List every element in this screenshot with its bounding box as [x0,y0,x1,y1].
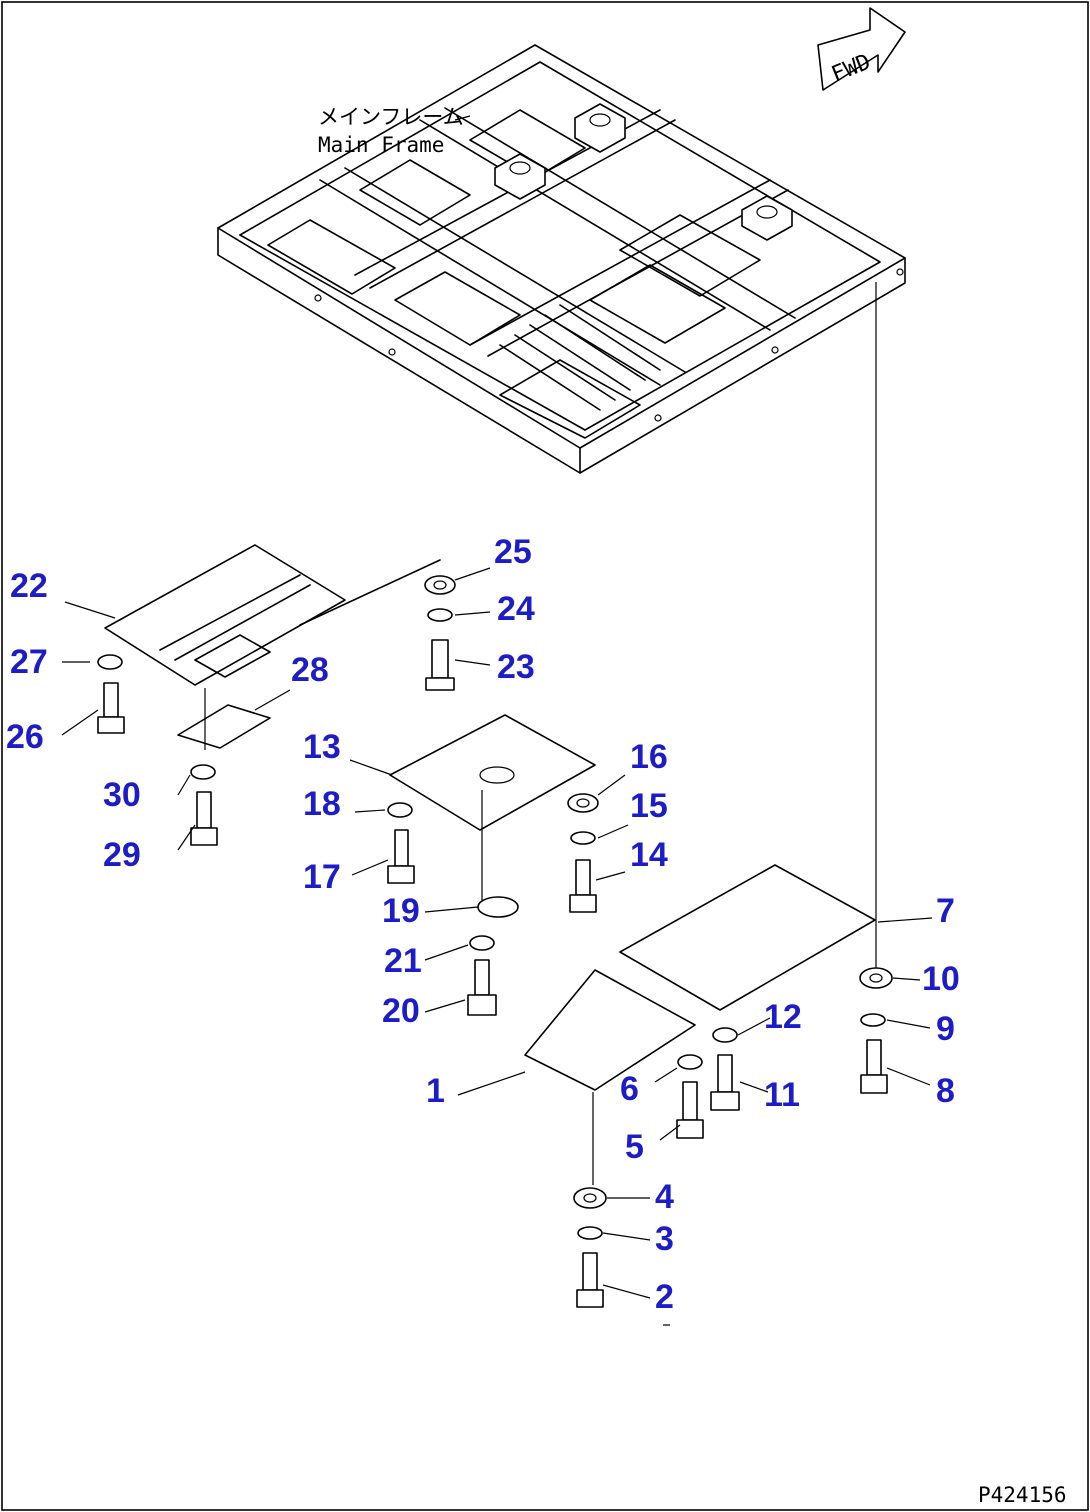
callout-12: 12 [764,998,802,1036]
callout-21: 21 [384,942,422,980]
part-1-plate [524,969,696,1185]
callout-9: 9 [936,1010,955,1048]
part-7-plate [619,864,876,1011]
part-13-plate [389,714,596,905]
callout-5: 5 [625,1128,644,1166]
callout-3: 3 [655,1220,674,1258]
callout-11: 11 [764,1076,800,1114]
drawing-ref-code: P424156 [978,1483,1067,1507]
callout-6: 6 [620,1070,639,1108]
callout-numbers: 1 2 3 4 5 6 7 8 9 10 11 12 13 14 15 16 1… [6,533,960,1316]
callout-19: 19 [382,892,420,930]
callout-2: 2 [655,1278,674,1316]
fwd-arrow-icon: FWD [817,7,906,91]
callout-16: 16 [630,738,668,776]
callout-8: 8 [936,1072,955,1110]
callout-4: 4 [655,1178,674,1216]
part-28-gasket [177,704,271,749]
leader-lines [61,567,933,1326]
callout-10: 10 [922,960,960,998]
fwd-label: FWD [828,50,874,88]
callout-22: 22 [10,567,48,605]
callout-14: 14 [630,836,668,874]
callout-20: 20 [382,992,420,1030]
callout-15: 15 [630,787,668,825]
callout-18: 18 [303,785,341,823]
callout-25: 25 [494,533,532,571]
callout-17: 17 [303,858,341,896]
part-22-cover [104,544,441,686]
callout-13: 13 [303,728,341,766]
main-frame-drawing [217,44,906,474]
callout-28: 28 [291,651,329,689]
callout-27: 27 [10,643,48,681]
hardware-parts [97,575,893,1308]
callout-23: 23 [497,648,535,686]
callout-29: 29 [103,836,141,874]
main-frame-label-jp: メインフレーム [318,105,464,129]
callout-30: 30 [103,776,141,814]
callout-24: 24 [497,590,535,628]
part-19-cap [477,896,519,918]
callout-7: 7 [936,892,955,930]
callout-26: 26 [6,718,44,756]
callout-1: 1 [426,1072,445,1110]
